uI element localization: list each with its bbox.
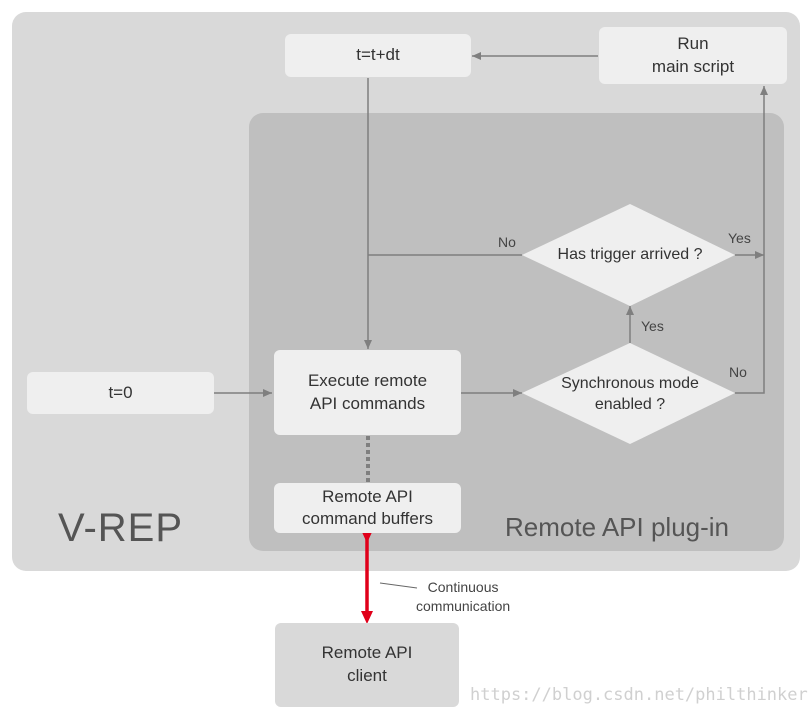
node-t-zero: t=0 — [27, 372, 214, 414]
node-execute-remote-api: Execute remote API commands — [274, 350, 461, 435]
node-remote-api-client: Remote API client — [275, 623, 459, 707]
edge-sync-no — [735, 86, 768, 394]
label-continuous-communication: Continuous communication — [416, 579, 511, 614]
label-sync-yes: Yes — [641, 318, 664, 334]
communication-leader-line — [379, 582, 418, 589]
node-command-buffers: Remote API command buffers — [274, 483, 461, 533]
decision-sync-label: Synchronous mode enabled ? — [561, 375, 699, 413]
node-run-main-script: Run main script — [599, 27, 787, 84]
decision-trigger-diamond — [522, 204, 735, 306]
label-trigger-no: No — [498, 234, 516, 250]
remote-api-plugin-container — [249, 113, 784, 551]
decision-sync-diamond — [522, 343, 735, 444]
label-sync-no: No — [729, 364, 747, 380]
label-trigger-yes: Yes — [728, 230, 751, 246]
vrep-label: V-REP — [58, 506, 184, 550]
node-t-step: t=t+dt — [285, 34, 471, 77]
decision-trigger-label: Has trigger arrived ? — [557, 245, 703, 263]
watermark: https://blog.csdn.net/philthinker — [470, 685, 808, 705]
remote-api-plugin-label: Remote API plug-in — [505, 512, 730, 542]
